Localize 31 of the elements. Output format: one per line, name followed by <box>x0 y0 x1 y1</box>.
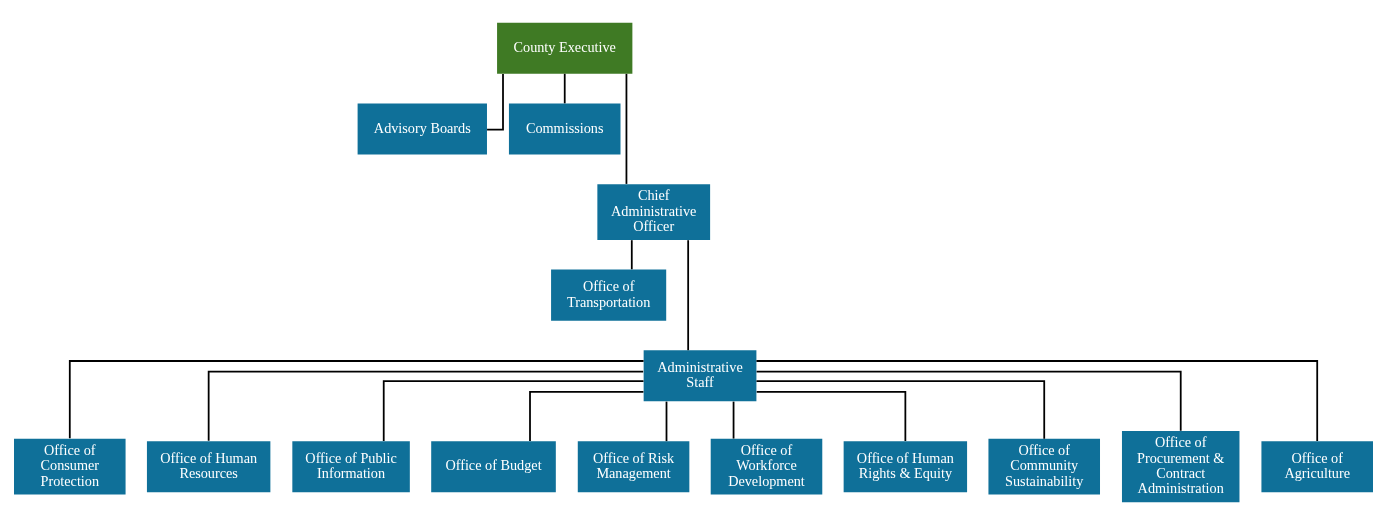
node-box: Administrative Staff <box>643 350 757 402</box>
node-box: Office of Risk Management <box>577 441 690 493</box>
connector <box>382 380 645 442</box>
connector <box>755 370 1182 432</box>
connector <box>486 73 504 131</box>
node-box: Chief Administrative Officer <box>597 184 711 240</box>
connector <box>625 72 628 185</box>
connector <box>630 239 633 271</box>
connector <box>732 400 735 440</box>
connector <box>755 360 1319 442</box>
node-box: Office of Agriculture <box>1261 441 1373 493</box>
connector <box>755 391 907 442</box>
connector <box>755 380 1046 440</box>
node-box: Office of Transportation <box>551 269 667 321</box>
node-box: Commissions <box>508 103 621 155</box>
connector <box>687 239 690 352</box>
node-box: Office of Procurement & Contract Administration <box>1121 431 1240 503</box>
connector <box>529 391 645 442</box>
node-box: Advisory Boards <box>357 103 487 155</box>
node-box: County Executive <box>497 22 633 74</box>
node-box: Office of Public Information <box>292 441 410 493</box>
node-box: Office of Community Sustainability <box>988 438 1100 495</box>
node-box: Office of Human Resources <box>146 441 271 493</box>
node-box: Office of Human Rights & Equity <box>843 441 968 493</box>
node-box: Office of Budget <box>431 441 556 493</box>
connector <box>563 72 566 105</box>
connector <box>68 360 645 440</box>
connector <box>665 400 668 442</box>
connector <box>207 370 645 442</box>
node-box: Office of Consumer Protection <box>14 438 126 495</box>
node-box: Office of Workforce Development <box>710 438 823 495</box>
